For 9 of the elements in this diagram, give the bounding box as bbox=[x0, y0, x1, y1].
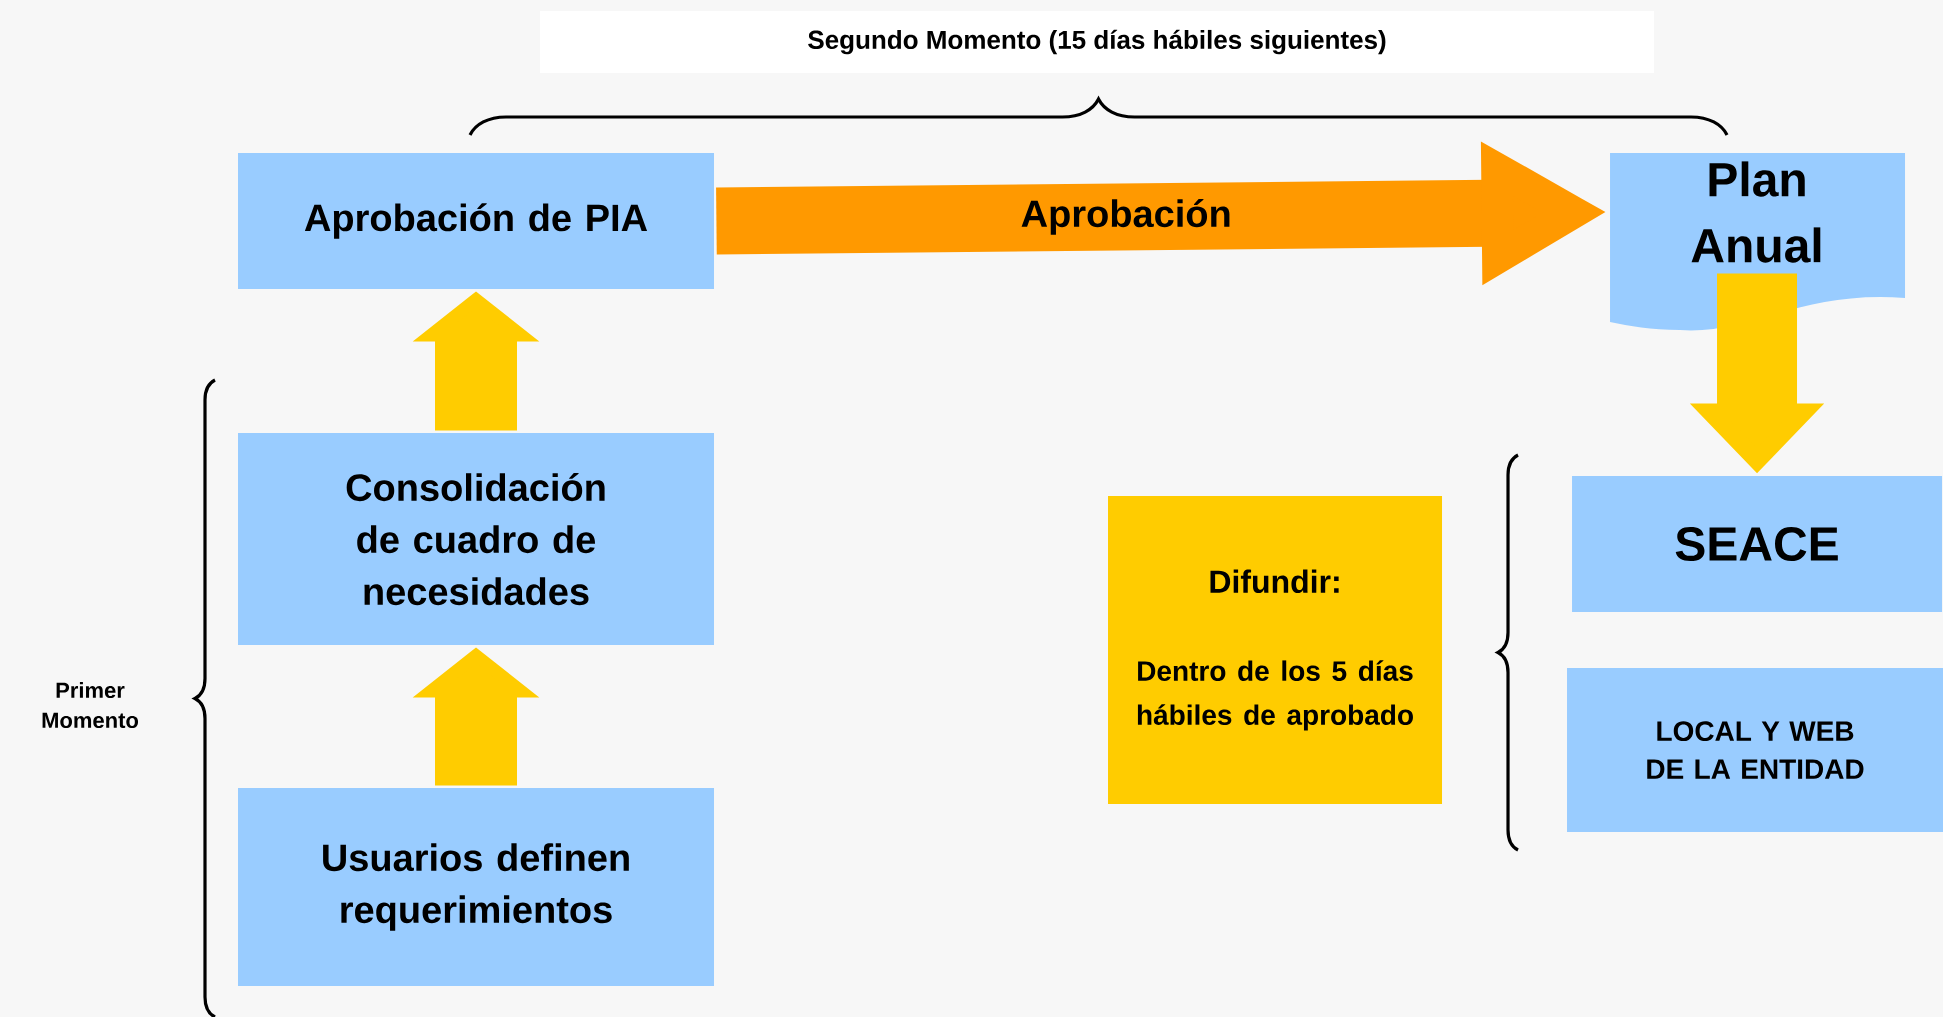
process-box: SEACE bbox=[1572, 476, 1943, 612]
note-box: Difundir: Dentro de los 5 días hábiles de aprobado bbox=[1108, 496, 1442, 804]
label-banner: Segundo Momento (15 días hábiles siguientes) bbox=[540, 11, 1654, 73]
side-label: Primer Momento bbox=[42, 681, 138, 729]
process-box: Aprobación de PIA bbox=[238, 153, 714, 289]
process-box: LOCAL Y WEB DE LA ENTIDAD bbox=[1567, 668, 1943, 832]
process-box: Consolidación de cuadro de necesidades bbox=[238, 433, 714, 645]
edge-label: Aprobación bbox=[1021, 199, 1230, 235]
process-box: Usuarios definen requerimientos bbox=[238, 788, 714, 986]
